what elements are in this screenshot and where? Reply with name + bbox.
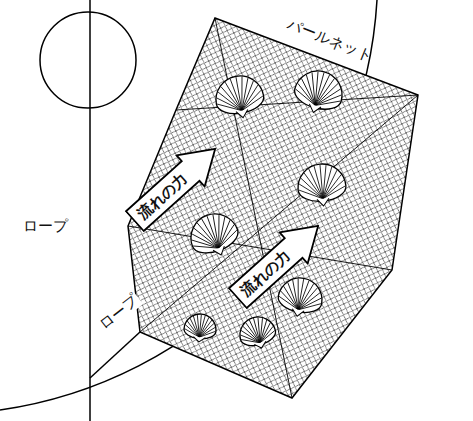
- net-folds: [128, 18, 418, 398]
- pearl-net: [128, 18, 418, 398]
- float-circle: [40, 12, 136, 108]
- rope-line: [90, 332, 140, 378]
- part-label: ロープ: [94, 290, 143, 333]
- rope-line: [89, 0, 91, 421]
- scallops: [183, 66, 347, 353]
- part-label: ロープ: [21, 218, 70, 235]
